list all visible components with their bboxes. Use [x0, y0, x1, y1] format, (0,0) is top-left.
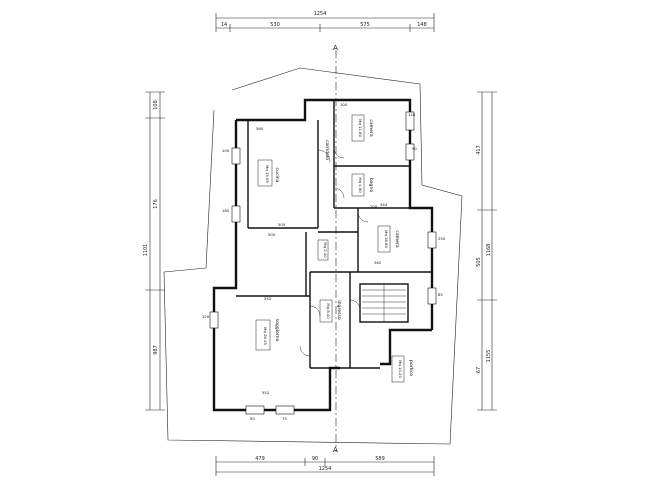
inner-dim: 100 [222, 148, 230, 153]
dim-left-2: 176 [153, 199, 159, 209]
room-bagno-name: bagno [368, 178, 374, 193]
inner-dim: 75 [282, 416, 287, 421]
room-rip-area: Mq 2.40 [323, 242, 328, 258]
right-dimension-lines [477, 91, 497, 411]
dim-top-overall: 1254 [314, 11, 327, 17]
dim-left-3: 1101 [143, 244, 149, 257]
inner-dim: 250 [438, 236, 446, 241]
inner-dim: 90 [412, 146, 417, 151]
dim-right-2: 1168 [486, 244, 492, 257]
top-dimension-lines [215, 13, 435, 32]
dim-right-1: 417 [476, 145, 482, 155]
inner-dim: 505 [278, 222, 286, 227]
section-marker-bottom: A [333, 446, 338, 454]
inner-dim: 50 [250, 416, 255, 421]
bottom-dimension-lines [215, 456, 435, 476]
inner-dim: 120 [202, 314, 210, 319]
dim-right-4: 1155 [486, 350, 492, 363]
dim-top-part-3: 575 [360, 22, 370, 28]
dim-top-part-2: 530 [270, 22, 280, 28]
room-camera-1-area: Mq 11.80 [358, 119, 363, 137]
room-portico-name: portico [408, 360, 414, 376]
room-soggiorno-area: Mq 26.45 [263, 327, 268, 345]
room-camera-1-name: camera [368, 119, 374, 137]
dim-bottom-part-1: 479 [255, 456, 265, 462]
room-ingresso-area: Mq 8.40 [326, 303, 331, 319]
room-cucina-name: cucina [274, 168, 280, 183]
room-soggiorno: soggiorno Mq 26.45 [255, 319, 280, 351]
room-camera-2-area: Mq 16.80 [384, 230, 389, 248]
room-ingresso-name: ingresso [336, 300, 342, 320]
dim-top-part-1: 14 [221, 22, 227, 28]
room-camera-1: camera Mq 11.80 [351, 114, 374, 142]
room-corridoio: corridoio [324, 140, 330, 160]
room-camera-2: camera Mq 16.80 [377, 225, 400, 253]
inner-dim: 560 [256, 126, 264, 131]
room-corridoio-name: corridoio [324, 140, 330, 160]
room-rip: Mq 2.40 [317, 239, 329, 261]
inner-dimensions: 560 505 500 100 552 362 542 444 200 120 … [202, 102, 446, 421]
dim-bottom-part-3: 589 [375, 456, 385, 462]
dim-bottom-overall: 1254 [319, 466, 332, 472]
room-portico: portico Mq 10.20 [391, 355, 414, 383]
dim-left-4: 987 [153, 345, 159, 355]
room-bagno-area: Mq 4.90 [358, 177, 363, 193]
windows [209, 111, 437, 415]
inner-dim: 185 [222, 208, 230, 213]
dim-right-5: 67 [476, 367, 482, 373]
site-boundary [163, 67, 463, 445]
room-ingresso: ingresso Mq 8.40 [319, 299, 342, 323]
inner-dim: 500 [268, 232, 276, 237]
room-camera-2-name: camera [394, 230, 400, 248]
inner-dim: 542 [264, 296, 272, 301]
room-cucina-area: Mq 15.05 [265, 165, 270, 183]
left-dimension-lines [145, 91, 165, 411]
inner-dim: 362 [374, 260, 382, 265]
room-bagno: bagno Mq 4.90 [351, 173, 374, 197]
dim-top-part-4: 148 [417, 22, 427, 28]
inner-dim: 85 [438, 292, 443, 297]
dim-bottom-part-2: 90 [312, 456, 318, 462]
dim-left-1: 108 [153, 100, 159, 110]
room-portico-area: Mq 10.20 [398, 360, 403, 378]
interior-walls [236, 100, 432, 369]
inner-dim: 444 [380, 202, 388, 207]
section-marker-top: A [333, 44, 338, 52]
inner-dim: 120 [408, 112, 416, 117]
room-cucina: cucina Mq 15.05 [257, 159, 280, 187]
inner-dim: 552 [262, 390, 270, 395]
inner-dim: 200 [370, 204, 378, 209]
staircase [362, 284, 406, 322]
room-soggiorno-name: soggiorno [274, 319, 280, 342]
inner-dim: 100 [340, 102, 348, 107]
dim-right-3: 505 [476, 257, 482, 267]
